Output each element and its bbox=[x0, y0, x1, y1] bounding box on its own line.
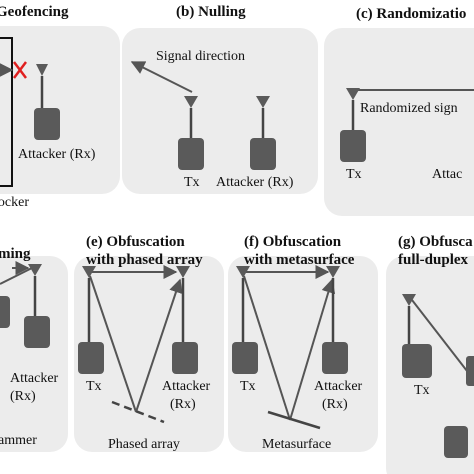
panel-e-title-1: (e) Obfuscation bbox=[86, 234, 185, 250]
rx-device-g bbox=[444, 426, 468, 458]
attacker-label-a: Attacker (Rx) bbox=[18, 147, 96, 162]
antenna-icon bbox=[326, 266, 340, 278]
attacker-label-d: Attacker bbox=[10, 371, 59, 386]
panel-e-phased-array: (e) Obfuscation with phased array Tx Att… bbox=[74, 234, 224, 452]
blocker-wall bbox=[0, 37, 13, 187]
tx-label-e: Tx bbox=[86, 379, 102, 394]
panel-e-background bbox=[74, 256, 224, 452]
panel-a-background bbox=[0, 26, 120, 194]
antenna-icon bbox=[402, 294, 416, 306]
panel-c-background bbox=[324, 28, 474, 216]
attacker-device-g-partial bbox=[466, 356, 474, 386]
attacker-label-f: Attacker bbox=[314, 379, 363, 394]
antenna-icon bbox=[236, 266, 250, 278]
phased-array-label: Phased array bbox=[108, 437, 180, 452]
tx-device-c bbox=[340, 88, 366, 162]
panel-e-title-2: with phased array bbox=[86, 252, 203, 268]
tx-device-e bbox=[78, 266, 104, 374]
panel-d-title: ming bbox=[0, 246, 31, 262]
signal-direction-label: Signal direction bbox=[156, 49, 245, 64]
rx-label-f: (Rx) bbox=[322, 397, 348, 412]
tx-device-d bbox=[0, 296, 10, 328]
attacker-rx-device-f bbox=[322, 266, 348, 374]
antenna-icon bbox=[346, 88, 360, 100]
signal-direction-arrow bbox=[130, 61, 193, 93]
panel-d-background bbox=[0, 256, 68, 452]
panel-g-full-duplex: (g) Obfusca full-duplex Tx bbox=[386, 234, 474, 474]
tx-device-f bbox=[232, 266, 258, 374]
attacker-rx-device-d bbox=[24, 264, 50, 348]
panel-g-title-2: full-duplex bbox=[398, 252, 469, 268]
randomized-signal-label: Randomized sign bbox=[360, 101, 458, 116]
metasurface-surface bbox=[267, 410, 321, 430]
antenna-icon bbox=[36, 64, 48, 76]
attacker-rx-device-e bbox=[172, 266, 198, 374]
attacker-rx-device-a bbox=[34, 64, 60, 140]
panel-g-title-1: (g) Obfusca bbox=[398, 234, 473, 250]
signal-path-g bbox=[411, 299, 474, 381]
tx-device-b bbox=[178, 96, 204, 170]
rx-label-d: (Rx) bbox=[10, 389, 36, 404]
jammer-label: ammer bbox=[0, 433, 37, 448]
rx-label-e: (Rx) bbox=[170, 397, 196, 412]
tx-device-g bbox=[402, 294, 432, 378]
tx-label-g: Tx bbox=[414, 383, 430, 398]
antenna-icon bbox=[184, 96, 198, 108]
reflect-out-e bbox=[135, 278, 183, 413]
panel-f-title-1: (f) Obfuscation bbox=[244, 234, 342, 250]
panel-b-nulling: (b) Nulling Signal direction Tx Attacker… bbox=[122, 4, 318, 194]
antenna-icon bbox=[256, 96, 270, 108]
attacker-label-e: Attacker bbox=[162, 379, 211, 394]
reflect-in-e bbox=[89, 275, 137, 413]
panel-f-metasurface: (f) Obfuscation with metasurface Tx Atta… bbox=[228, 234, 378, 452]
panel-b-title: (b) Nulling bbox=[176, 4, 246, 20]
attacker-label-b: Attacker (Rx) bbox=[216, 175, 294, 190]
phased-array-surface bbox=[111, 400, 165, 424]
blocker-label: locker bbox=[0, 195, 29, 210]
tx-label-c: Tx bbox=[346, 167, 362, 182]
antenna-icon bbox=[82, 266, 96, 278]
panel-d-jamming: ming Attacker (Rx) ammer bbox=[0, 246, 68, 452]
antenna-icon bbox=[176, 266, 190, 278]
attacker-rx-device-b bbox=[250, 96, 276, 170]
blocked-x-icon bbox=[13, 61, 27, 79]
reflect-out-f bbox=[289, 278, 336, 421]
panel-a-title: Geofencing bbox=[0, 4, 69, 20]
attacker-label-c: Attac bbox=[432, 167, 462, 182]
metasurface-label: Metasurface bbox=[262, 437, 331, 452]
antenna-icon bbox=[28, 264, 42, 276]
panel-a-geofencing: Geofencing Attacker (Rx) locker bbox=[0, 4, 120, 210]
panel-f-background bbox=[228, 256, 378, 452]
reflect-in-f bbox=[243, 275, 291, 421]
tx-label-b: Tx bbox=[184, 175, 200, 190]
panel-c-randomization: (c) Randomizatio Randomized sign Tx Atta… bbox=[324, 6, 474, 216]
panel-f-title-2: with metasurface bbox=[244, 252, 355, 268]
panel-c-title: (c) Randomizatio bbox=[356, 6, 466, 22]
tx-label-f: Tx bbox=[240, 379, 256, 394]
